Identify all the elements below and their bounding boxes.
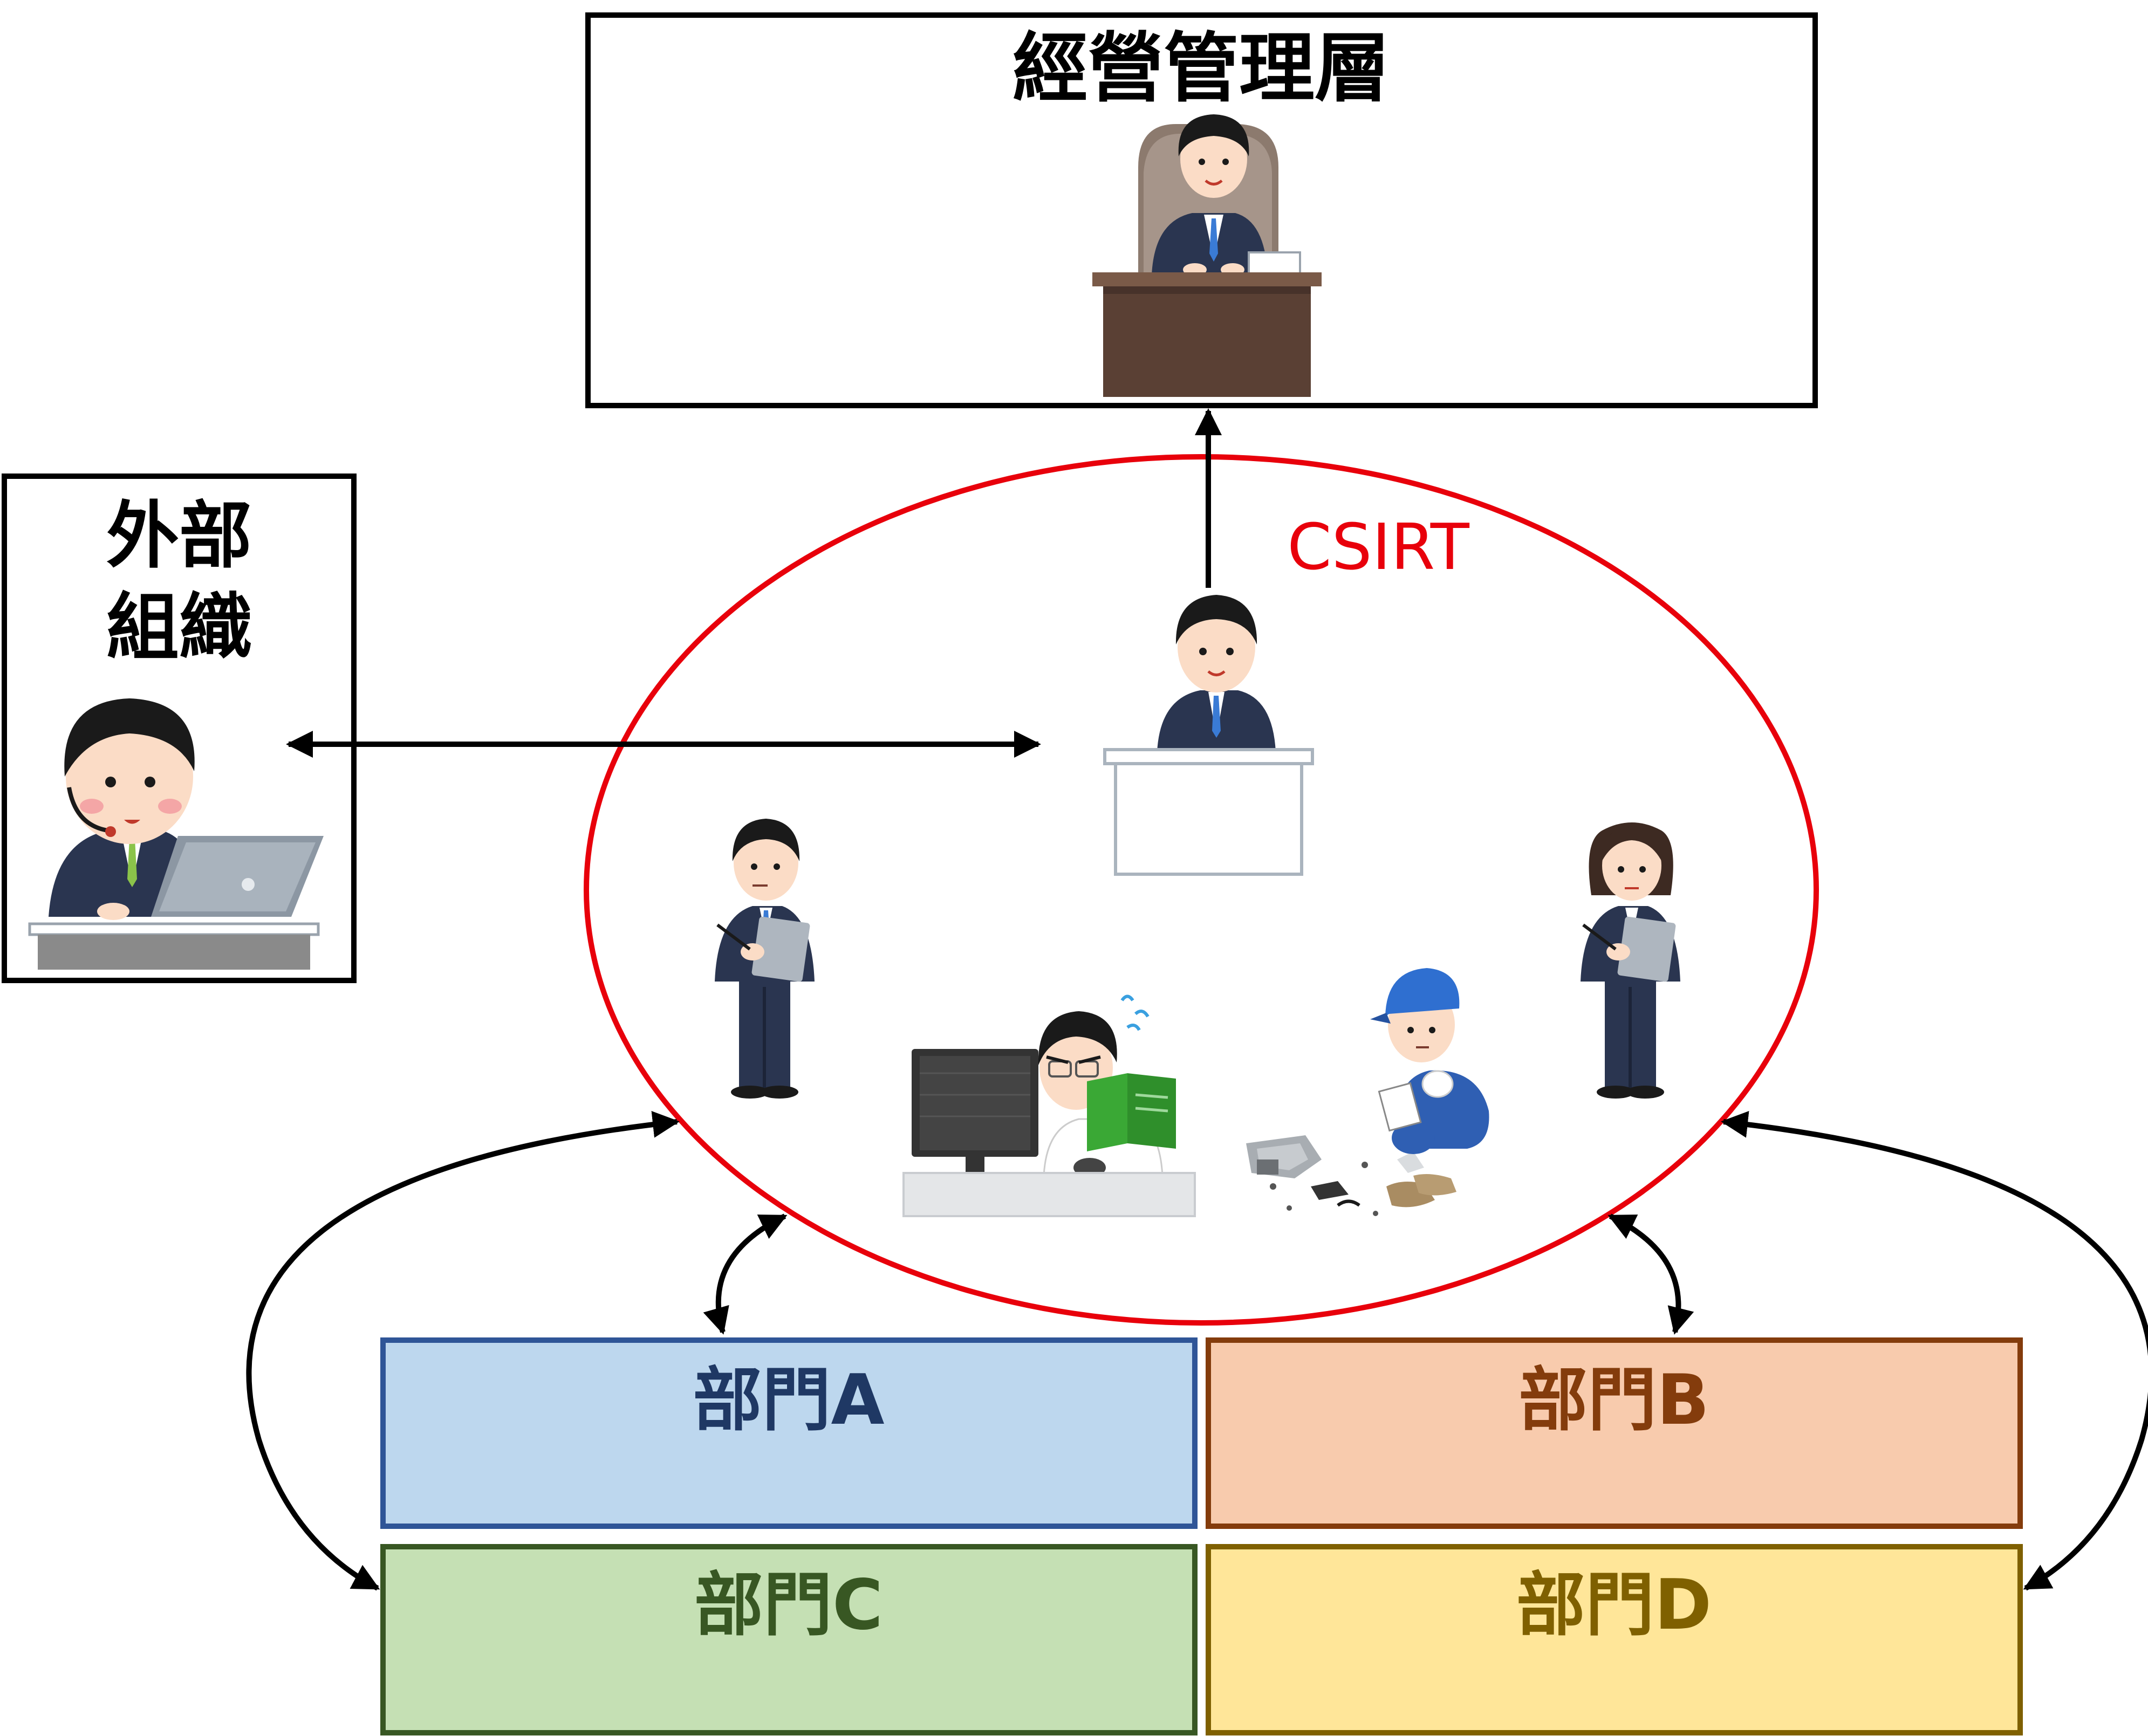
management-title: 經營管理層 (1013, 25, 1390, 113)
technician-inspecting-debris-icon (1246, 968, 1489, 1216)
csirt-member-right-icon (1581, 822, 1680, 1099)
external-title-line1: 外部 (106, 493, 252, 578)
department-c-box: 部門C (380, 1544, 1198, 1735)
csirt-label: CSIRT (1287, 510, 1470, 584)
department-d-box: 部門D (1206, 1544, 2023, 1735)
executive-at-desk-icon (1092, 114, 1322, 397)
department-a-label: 部門A (693, 1360, 884, 1440)
department-d-label: 部門D (1516, 1565, 1712, 1645)
arrow-csirt-dept-d (1721, 1111, 2148, 1591)
external-organization-box: 外部 組織 (2, 474, 357, 983)
management-box: 經營管理層 (585, 12, 1818, 408)
csirt-boundary (584, 454, 1819, 1326)
arrows (246, 408, 2148, 1591)
csirt-group: CSIRT (584, 454, 1819, 1326)
arrow-csirt-dept-c (246, 1111, 680, 1591)
csirt-member-left-icon (715, 819, 815, 1099)
external-title-line2: 組織 (106, 585, 252, 670)
arrow-csirt-dept-a (703, 1213, 788, 1335)
csirt-leader-icon (1103, 595, 1314, 876)
department-a-box: 部門A (380, 1337, 1198, 1529)
department-b-label: 部門B (1518, 1360, 1709, 1440)
department-b-box: 部門B (1206, 1337, 2023, 1529)
department-c-label: 部門C (694, 1565, 883, 1645)
operator-with-headset-icon (28, 698, 324, 970)
arrow-csirt-dept-b (1607, 1213, 1694, 1335)
analyst-at-computer-icon (902, 994, 1196, 1217)
